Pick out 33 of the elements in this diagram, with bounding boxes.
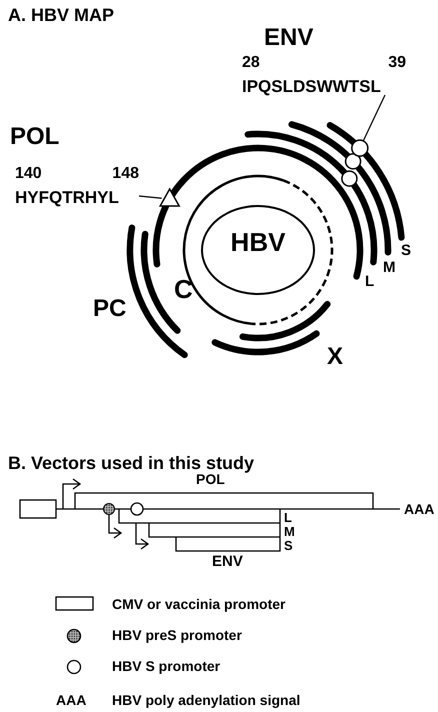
position-number: 39 xyxy=(388,55,406,71)
gene-label: PC xyxy=(93,297,126,321)
gene-label: ENV xyxy=(212,554,243,569)
leader-line xyxy=(362,94,386,142)
gene-label: M xyxy=(284,525,295,538)
legend-text: HBV poly adenylation signal xyxy=(112,693,300,707)
circle-marker xyxy=(351,139,369,157)
panel-heading: B. Vectors used in this study xyxy=(8,454,254,472)
gene-label: POL xyxy=(196,472,225,486)
polya-label: AAA xyxy=(56,693,86,707)
position-number: 140 xyxy=(15,166,42,182)
gene-label: L xyxy=(365,274,374,289)
leader-line xyxy=(138,195,162,199)
epitope-sequence: HYFQTRHYL xyxy=(15,189,119,206)
gene-label: X xyxy=(327,345,344,369)
polya-label: AAA xyxy=(404,502,434,516)
gene-label: S xyxy=(284,539,293,552)
gene-label: L xyxy=(284,511,292,524)
triangle-marker xyxy=(158,187,180,207)
legend-text: CMV or vaccinia promoter xyxy=(112,597,286,611)
gene-label: M xyxy=(383,260,396,275)
legend-text: HBV S promoter xyxy=(112,659,220,673)
position-number: 28 xyxy=(242,55,260,71)
position-number: 148 xyxy=(112,166,139,182)
epitope-sequence: IPQSLDSWWTSL xyxy=(242,78,381,95)
legend-text: HBV preS promoter xyxy=(112,628,242,642)
gene-label: S xyxy=(401,243,412,258)
panel-heading: A. HBV MAP xyxy=(8,6,114,24)
gene-label: C xyxy=(174,276,193,302)
gene-label: POL xyxy=(10,125,60,149)
genome-label: HBV xyxy=(230,226,286,258)
genome-circle xyxy=(201,205,315,295)
gene-label: ENV xyxy=(264,26,314,50)
